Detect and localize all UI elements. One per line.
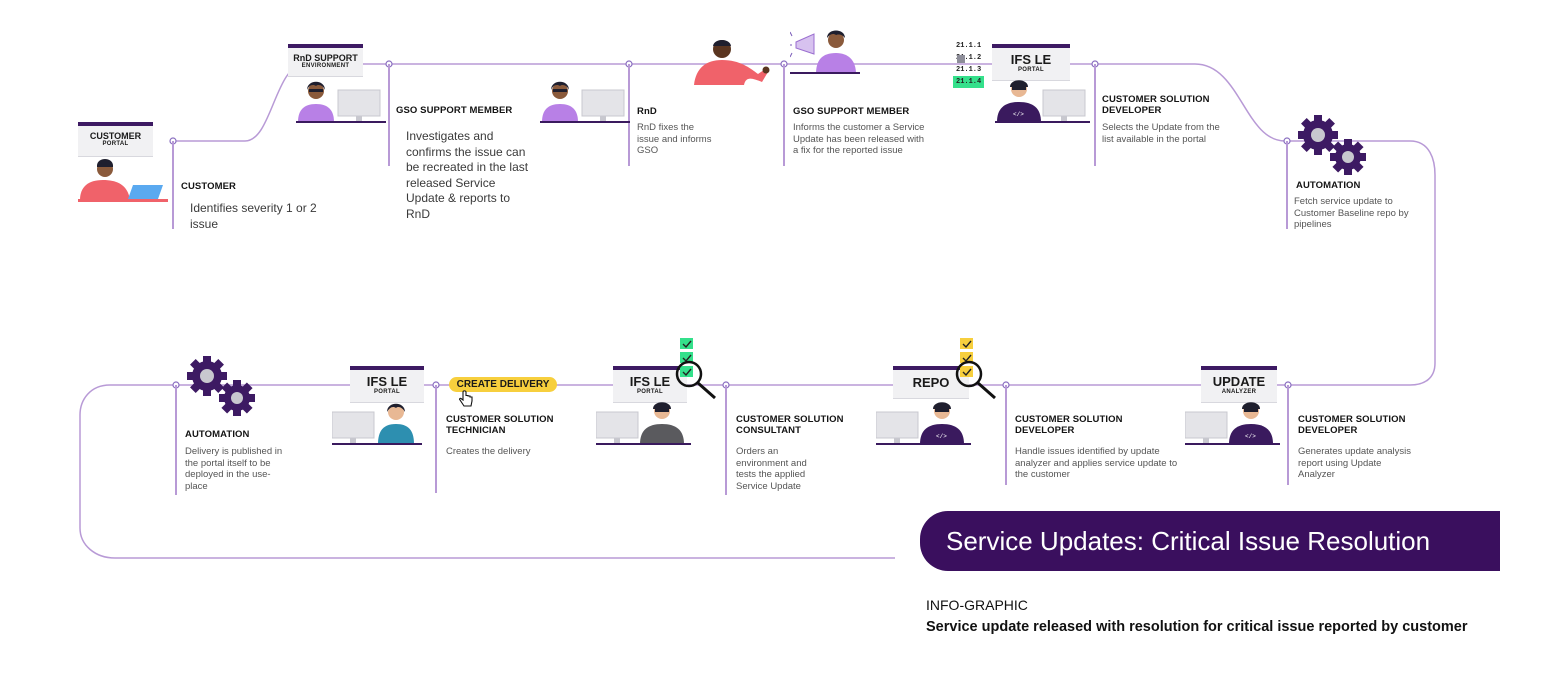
step-role: CUSTOMER SOLUTION TECHNICIAN <box>446 414 554 436</box>
step-role: AUTOMATION <box>185 429 250 440</box>
update-analyzer-sign: UPDATE ANALYZER <box>1201 366 1277 402</box>
svg-text:</>: </> <box>936 433 947 440</box>
infographic-title: Service Updates: Critical Issue Resoluti… <box>920 511 1500 571</box>
step-connector <box>1005 385 1007 485</box>
ifs-le-portal-sign: IFS LE PORTAL <box>350 366 424 402</box>
step-description: Informs the customer a Service Update ha… <box>793 122 925 157</box>
hand-cursor-icon <box>459 390 473 407</box>
step-role: CUSTOMER SOLUTION CONSULTANT <box>736 414 844 436</box>
sign-title: UPDATE <box>1212 374 1266 389</box>
gears-icon <box>187 356 255 416</box>
sign-subtitle: ENVIRONMENT <box>301 63 350 70</box>
step-connector <box>1286 141 1288 229</box>
developer-person-icon: </> <box>1185 402 1280 445</box>
step-role: GSO SUPPORT MEMBER <box>396 105 513 116</box>
step-connector <box>388 64 390 166</box>
step-connector <box>725 385 727 495</box>
sign-subtitle: PORTAL <box>373 388 401 395</box>
create-delivery-button[interactable]: CREATE DELIVERY <box>449 377 557 392</box>
step-role: CUSTOMER SOLUTION DEVELOPER <box>1298 414 1406 436</box>
step-role: RnD <box>637 106 657 117</box>
version-item: 21.1.2 <box>956 54 982 62</box>
step-role: CUSTOMER <box>181 181 236 192</box>
version-item: 21.1.1 <box>956 42 982 50</box>
customer-person-icon <box>78 159 168 202</box>
checklist-magnifier-icon <box>955 338 996 400</box>
technician-person-icon <box>332 403 422 445</box>
step-description: Identifies severity 1 or 2 issue <box>190 201 317 231</box>
step-description: Orders an environment and tests the appl… <box>736 446 807 492</box>
step-role: AUTOMATION <box>1296 180 1361 191</box>
svg-text:</>: </> <box>1013 111 1024 118</box>
sign-subtitle: PORTAL <box>636 388 664 395</box>
rnd-support-person-icon <box>296 81 386 123</box>
step-description: Handle issues identified by update analy… <box>1015 446 1178 481</box>
rnd-person-icon <box>540 81 630 123</box>
developer-person-icon: </> <box>995 80 1090 123</box>
step-connector <box>1094 64 1096 166</box>
rnd-support-sign: RnD SUPPORT ENVIRONMENT <box>288 44 363 76</box>
sign-subtitle: PORTAL <box>1017 66 1045 73</box>
sign-title: IFS LE <box>629 374 671 389</box>
step-description: Creates the delivery <box>446 446 531 457</box>
sign-subtitle: PORTAL <box>102 141 129 148</box>
step-role: GSO SUPPORT MEMBER <box>793 106 910 117</box>
step-connector <box>1287 385 1289 485</box>
infographic-label: INFO-GRAPHIC <box>926 597 1028 613</box>
version-item: 21.1.3 <box>956 66 982 74</box>
svg-text:</>: </> <box>1245 433 1256 440</box>
developer-person-icon: </> <box>876 402 971 445</box>
version-list: 21.1.1 21.1.2 21.1.3 21.1.4 <box>953 40 985 88</box>
thumbs-up-person-icon <box>694 40 770 85</box>
sign-title: IFS LE <box>366 374 408 389</box>
step-connector <box>172 141 174 229</box>
step-role: CUSTOMER SOLUTION DEVELOPER <box>1102 94 1210 116</box>
gears-icon <box>1298 115 1366 175</box>
sign-title: CUSTOMER <box>89 131 142 141</box>
step-description: Delivery is published in the portal itse… <box>185 446 283 492</box>
ifs-le-portal-sign: IFS LE PORTAL <box>613 366 687 402</box>
ifs-le-portal-sign: IFS LE PORTAL <box>992 44 1070 80</box>
step-connector <box>628 64 630 166</box>
step-connector <box>435 385 437 493</box>
sign-subtitle: ANALYZER <box>1221 388 1257 395</box>
version-item-selected: 21.1.4 <box>953 76 985 88</box>
customer-portal-sign: CUSTOMER PORTAL <box>78 122 153 156</box>
step-connector <box>175 385 177 495</box>
step-description: Investigates and confirms the issue can … <box>406 129 529 221</box>
checklist-magnifier-icon <box>675 338 716 400</box>
step-role: CUSTOMER SOLUTION DEVELOPER <box>1015 414 1123 436</box>
sign-title: IFS LE <box>1010 52 1052 67</box>
step-description: RnD fixes the issue and informs GSO <box>637 122 712 157</box>
sign-title: RnD SUPPORT <box>293 53 358 63</box>
megaphone-person-icon <box>790 30 860 74</box>
step-description: Selects the Update from the list availab… <box>1102 122 1220 145</box>
consultant-person-icon <box>596 402 691 445</box>
version-checkbox <box>957 55 965 63</box>
sign-title: REPO <box>912 375 950 390</box>
infographic-subtitle: Service update released with resolution … <box>926 619 1468 635</box>
step-connector <box>783 64 785 166</box>
step-description: Generates update analysis report using U… <box>1298 446 1412 481</box>
step-description: Fetch service update to Customer Baselin… <box>1294 196 1409 231</box>
